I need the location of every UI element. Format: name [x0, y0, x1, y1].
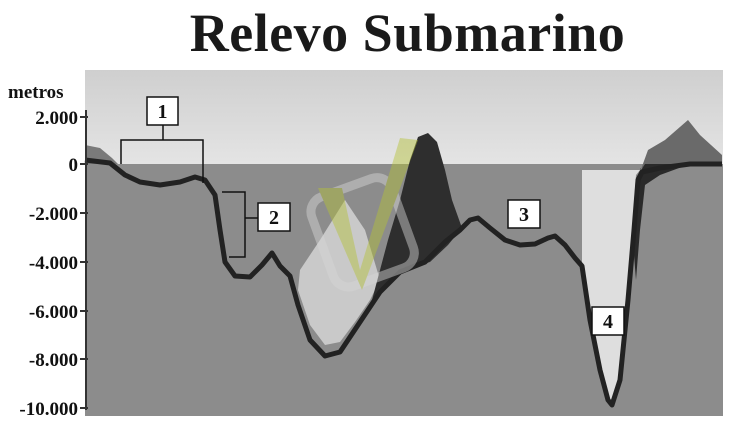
bracket-1	[120, 124, 204, 183]
tick-label: -6.000	[29, 302, 78, 323]
tick-label: -10.000	[19, 399, 78, 420]
marker-1: 1	[146, 96, 179, 126]
tick-label: -2.000	[29, 204, 78, 225]
seabed-profile-line	[84, 157, 722, 408]
tick-label: -8.000	[29, 350, 78, 371]
sky-area	[85, 70, 723, 164]
diagram-title: Relevo Submarino	[189, 3, 626, 63]
svg-text:4: 4	[603, 311, 613, 333]
seamount	[372, 133, 462, 300]
watermark-check-icon	[306, 138, 419, 292]
svg-text:1: 1	[158, 101, 168, 123]
trench-light-fill	[298, 200, 380, 345]
axis-ticks	[80, 116, 88, 409]
marker-4: 4	[591, 306, 625, 336]
svg-text:3: 3	[519, 204, 529, 226]
bracket-2	[222, 191, 258, 258]
svg-text:2: 2	[269, 207, 279, 229]
marker-3: 3	[507, 199, 541, 229]
tick-label: -4.000	[29, 253, 78, 274]
island	[640, 120, 722, 172]
tick-label: 0	[69, 155, 79, 176]
axis-unit-label: metros	[8, 82, 64, 103]
tick-label: 2.000	[35, 108, 78, 129]
marker-2: 2	[257, 202, 291, 232]
